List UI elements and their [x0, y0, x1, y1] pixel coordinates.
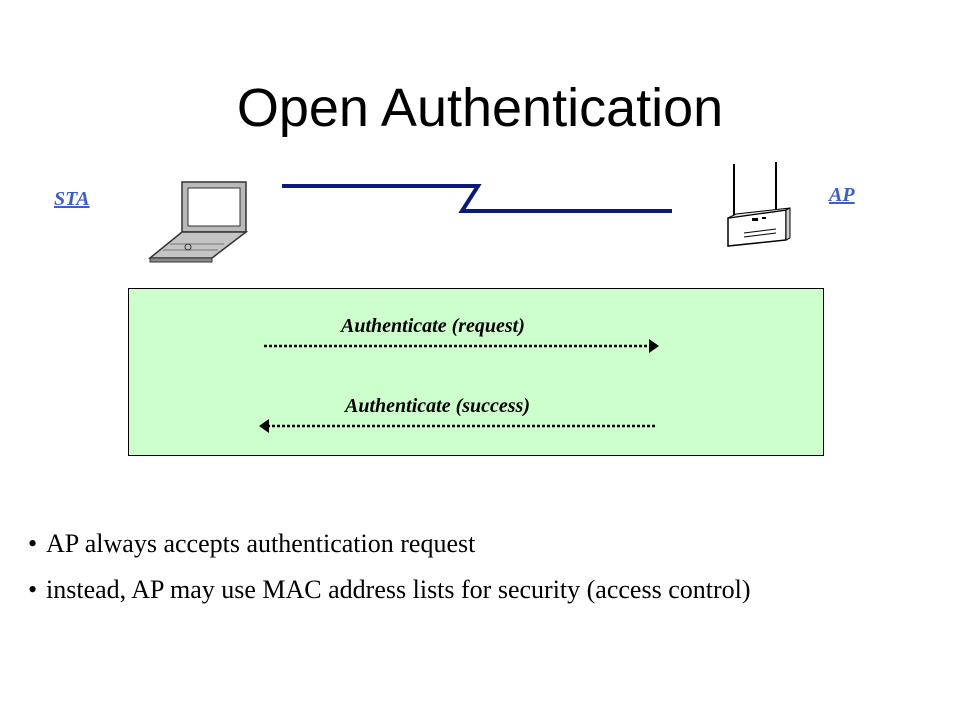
success-arrow [259, 419, 655, 433]
message-exchange-box: Authenticate (request) Authenticate (suc… [128, 288, 824, 456]
slide-title: Open Authentication [236, 78, 724, 138]
bullet-dot: • [28, 529, 38, 558]
access-point-icon [727, 162, 791, 247]
request-arrow [264, 339, 659, 353]
wireless-link-icon [282, 184, 672, 213]
laptop-icon [147, 181, 249, 263]
bullet-item: • instead, AP may use MAC address lists … [28, 573, 751, 607]
bullet-dot: • [28, 575, 38, 604]
authenticate-request-label: Authenticate (request) [341, 315, 525, 337]
bullet-item: • AP always accepts authentication reque… [28, 527, 751, 561]
bullet-text: instead, AP may use MAC address lists fo… [46, 575, 751, 604]
sta-label: STA [54, 188, 90, 210]
ap-label: AP [829, 184, 855, 206]
bullet-text: AP always accepts authentication request [46, 529, 476, 558]
bullet-list: • AP always accepts authentication reque… [28, 527, 751, 619]
authenticate-success-label: Authenticate (success) [345, 395, 530, 417]
message-arrows [259, 339, 659, 433]
